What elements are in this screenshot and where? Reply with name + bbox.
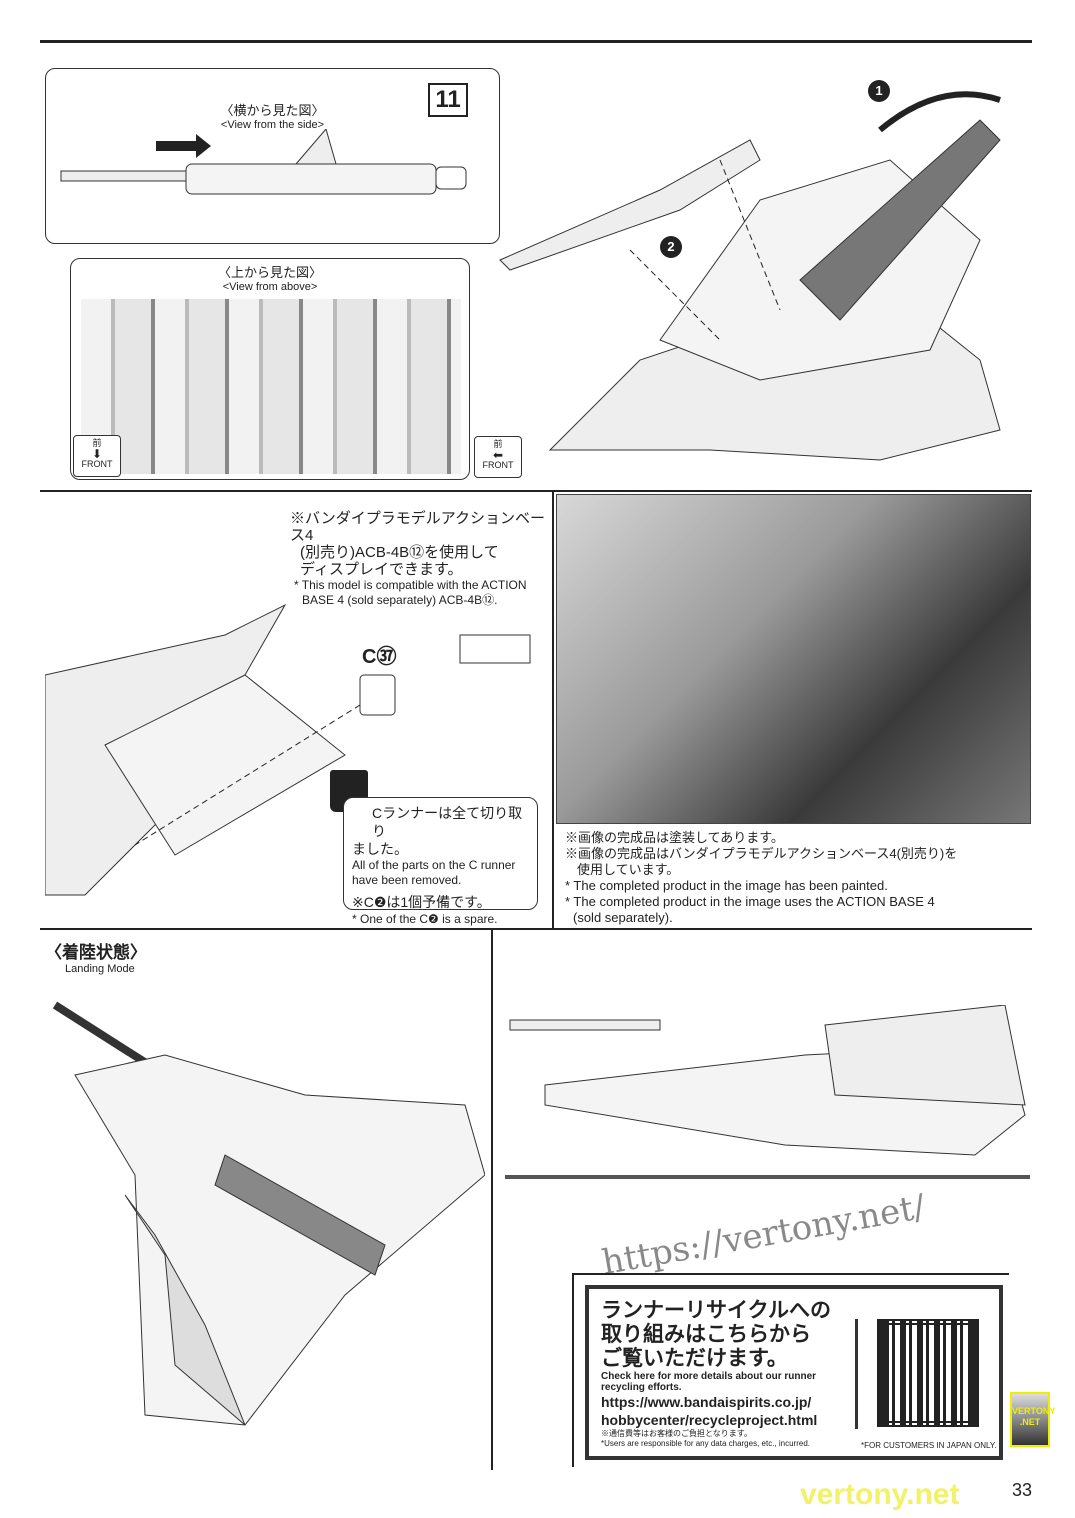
en-line: recycling efforts. <box>601 1382 682 1393</box>
arrow-down-icon: ⬇ <box>91 447 103 461</box>
top-rule <box>40 40 1032 43</box>
arrow-left-icon: ⬅ <box>492 448 504 462</box>
front-jp: 前 <box>92 438 102 448</box>
heading-en: Landing Mode <box>65 963 135 975</box>
mecha-above-illustration <box>81 299 461 474</box>
heading-jp: 〈着陸状態〉 <box>45 943 147 962</box>
section-rule <box>40 928 1032 930</box>
vertony-badge-logo: VERTONY.NET <box>1010 1392 1055 1447</box>
recycle-url-link[interactable]: https://www.bandaispirits.co.jp/ hobbyce… <box>601 1393 987 1429</box>
runner-note-jp: Cランナーは全て切り取り ました。 <box>352 804 529 858</box>
note-line: All of the parts on the C runner <box>352 858 516 872</box>
qr-divider <box>855 1319 858 1429</box>
landing-mode-heading: 〈着陸状態〉 Landing Mode <box>45 938 147 975</box>
fee-note-en: *Users are responsible for any data char… <box>601 1439 810 1448</box>
note-line: have been removed. <box>352 873 462 887</box>
front-indicator: 前 ⬅ FRONT <box>474 436 522 478</box>
url-line: hobbycenter/recycleproject.html <box>601 1412 818 1428</box>
spare-note-en: * One of the C❷ is a spare. <box>352 912 498 926</box>
runner-note-en: All of the parts on the C runner have be… <box>352 858 529 888</box>
title-line: 取り組みはこちらから <box>601 1323 811 1346</box>
front-jp: 前 <box>493 439 503 449</box>
mecha-base-attach-illustration <box>45 603 531 896</box>
step-marker-2: 2 <box>660 236 682 258</box>
en-line: Check here for more details about our ru… <box>601 1371 817 1382</box>
url-watermark: https://vertony.net/ <box>599 1186 929 1284</box>
side-view-panel: 〈横から見た図〉 <View from the side> 11 <box>45 68 500 244</box>
above-view-panel: 〈上から見た図〉 <View from above> 前 ⬇ FRONT <box>70 258 470 480</box>
caption-en: <View from above> <box>222 281 318 293</box>
landing-mode-side-illustration <box>505 1005 1030 1179</box>
front-indicator: 前 ⬇ FRONT <box>73 435 121 477</box>
note-line: (別売り)ACB-4B⑫を使用して <box>300 544 499 561</box>
weapon-side-illustration <box>60 129 467 195</box>
recycle-info-box: ランナーリサイクルへの 取り組みはこちらから ご覧いただけます。 Check h… <box>585 1285 1003 1460</box>
note-line: * The completed product in the image use… <box>565 894 935 909</box>
action-base-note: ※バンダイプラモデルアクションベース4 (別売り)ACB-4B⑫を使用して ディ… <box>290 510 550 608</box>
caption-jp: 〈横から見た図〉 <box>220 103 325 118</box>
note-line: ました。 <box>352 841 408 857</box>
title-line: ランナーリサイクルへの <box>601 1299 831 1322</box>
note-line: ※画像の完成品は塗装してあります。 <box>565 830 784 845</box>
above-view-caption: 〈上から見た図〉 <View from above> <box>71 265 469 295</box>
note-line: ディスプレイできます。 <box>300 561 463 578</box>
photo-notes: ※画像の完成品は塗装してあります。 ※画像の完成品はバンダイプラモデルアクション… <box>565 830 1025 926</box>
note-line: BASE 4 (sold separately) ACB-4B⑫. <box>302 593 498 607</box>
note-line: ※バンダイプラモデルアクションベース4 <box>290 510 546 544</box>
qr-code[interactable] <box>877 1319 979 1427</box>
vertony-footer-watermark: vertony.net <box>800 1478 960 1511</box>
step-marker-1: 1 <box>868 80 890 102</box>
runner-note-box: Cランナーは全て切り取り ました。 All of the parts on th… <box>343 797 538 926</box>
spare-note-jp: ※C❷は1個予備です。 <box>352 894 491 910</box>
column-divider <box>491 930 493 1470</box>
note-line: Cランナーは全て切り取り <box>372 805 523 839</box>
note-en: * This model is compatible with the ACTI… <box>290 578 550 608</box>
url-line: https://www.bandaispirits.co.jp/ <box>601 1394 812 1410</box>
landing-mode-illustration <box>52 1001 485 1426</box>
title-line: ご覧いただけます。 <box>601 1347 788 1370</box>
caption-jp: 〈上から見た図〉 <box>217 265 322 280</box>
recycle-title: ランナーリサイクルへの 取り組みはこちらから ご覧いただけます。 <box>601 1299 987 1371</box>
fee-note-jp: ※通信費等はお客様のご負担となります。 <box>601 1429 752 1438</box>
front-en: FRONT <box>482 460 514 470</box>
note-line: 使用しています。 <box>577 862 680 877</box>
recycle-en: Check here for more details about our ru… <box>601 1371 987 1393</box>
part-label: C㊲ <box>362 646 397 668</box>
side-view-caption: 〈横から見た図〉 <View from the side> <box>46 103 499 133</box>
page-number: 33 <box>1012 1480 1033 1500</box>
front-en: FRONT <box>81 459 113 469</box>
note-line: * This model is compatible with the ACTI… <box>294 578 527 592</box>
completed-model-photo <box>556 494 1031 824</box>
japan-only-note: *FOR CUSTOMERS IN JAPAN ONLY. <box>861 1441 997 1450</box>
recycle-outer-frame <box>572 1273 1009 1467</box>
mecha-wing-assembly-illustration <box>499 91 1001 461</box>
section-rule <box>40 490 1032 492</box>
note-jp: ※バンダイプラモデルアクションベース4 (別売り)ACB-4B⑫を使用して ディ… <box>290 510 550 578</box>
caption-en: <View from the side> <box>220 119 325 131</box>
step-number-box: 11 <box>428 83 468 117</box>
note-line: ※画像の完成品はバンダイプラモデルアクションベース4(別売り)を <box>565 846 958 861</box>
column-divider <box>552 490 554 928</box>
note-line: (sold separately). <box>573 910 673 925</box>
note-line: * The completed product in the image has… <box>565 878 888 893</box>
